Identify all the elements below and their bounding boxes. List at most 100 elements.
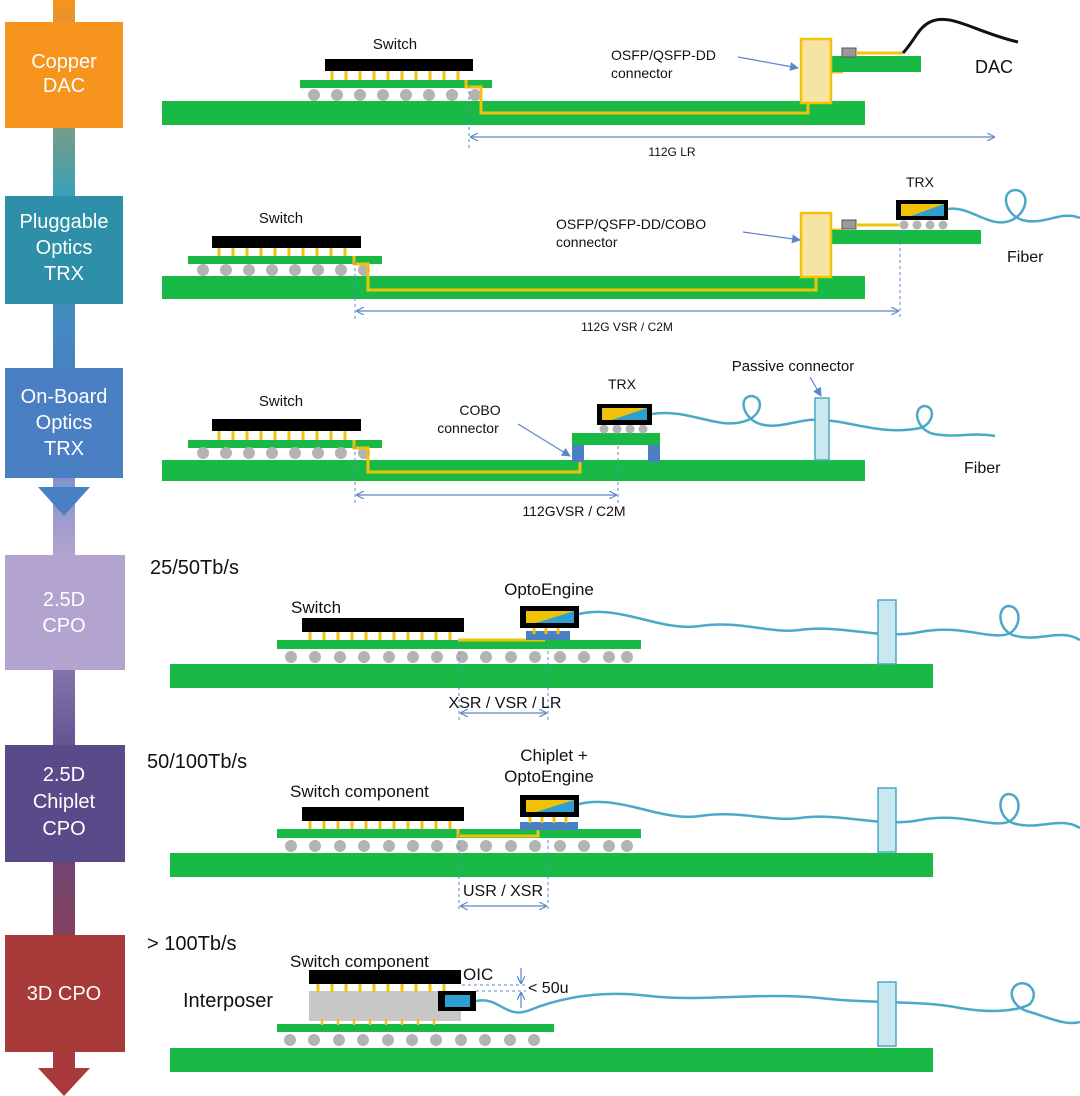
die-bumps (330, 70, 460, 80)
package-substrate (300, 80, 492, 88)
mid-arrow-head (38, 487, 90, 516)
obo-connector-right (648, 444, 660, 462)
gap-label: < 50u (528, 980, 568, 997)
solder-balls (284, 1034, 540, 1046)
switch-label: Switch (373, 36, 417, 53)
module-pcb (829, 56, 921, 72)
module-plug (841, 219, 857, 230)
cage-connector (799, 37, 833, 105)
main-pcb (162, 276, 865, 299)
reach-label: 112GVSR / C2M (522, 503, 625, 519)
connector-pointer (737, 56, 799, 71)
trx-balls (599, 424, 648, 434)
dac-copper-cable (901, 17, 1019, 55)
passive-connector (814, 397, 830, 461)
engine-base (526, 631, 570, 640)
package-substrate (277, 1024, 554, 1032)
row-2-5d-chiplet-cpo: 50/100Tb/s Switch component Chiplet +Opt… (147, 746, 1080, 912)
progression-bar (38, 0, 90, 1096)
stage-box-2-5d-chiplet-cpo (5, 745, 125, 862)
switch-label: Switch component (290, 782, 429, 801)
connector-pointer (742, 231, 801, 244)
fiber (947, 188, 1080, 224)
passive-connector (877, 981, 897, 1047)
row-2-5d-cpo: 25/50Tb/s Switch OptoEngine XSR / VSR / … (150, 557, 1080, 720)
reach-label: 112G VSR / C2M (581, 320, 673, 334)
engine-bumps (528, 816, 568, 823)
die-bumps (308, 820, 452, 829)
switch-label: Switch (291, 598, 341, 617)
progression-arrow-shaft (53, 0, 75, 1070)
stage-label-3d-cpo: 3D CPO (27, 983, 101, 1005)
trx-optics-blue (612, 408, 647, 420)
trx-optics-blue (911, 204, 944, 216)
cage-connector (799, 211, 833, 279)
oic-label: OIC (463, 965, 493, 984)
passive-connector (877, 599, 897, 665)
fiber-label: Fiber (1007, 249, 1044, 266)
package-substrate (277, 640, 641, 649)
bandwidth-label: > 100Tb/s (147, 933, 237, 955)
trx-balls (899, 220, 948, 230)
die-bumps (316, 983, 446, 992)
switch-label: Switch component (290, 952, 429, 971)
interposer-bumps (320, 1019, 436, 1025)
stage-box-copper-dac (5, 22, 123, 128)
package-substrate (188, 256, 382, 264)
engine-optics-blue (536, 800, 574, 812)
reach-label: XSR / VSR / LR (449, 695, 562, 712)
interposer-block (309, 991, 461, 1021)
reach-label: 112G LR (648, 145, 695, 159)
stage-box-pluggable-optics (5, 196, 123, 304)
trx-label: TRX (906, 174, 935, 190)
solder-balls (197, 447, 370, 459)
stage-box-on-board-optics (5, 368, 123, 478)
oic-optics (445, 995, 470, 1007)
solder-balls (285, 651, 633, 663)
passive-connector-label: Passive connector (732, 358, 855, 375)
stage-box-3d-cpo (5, 935, 125, 1052)
row-3d-cpo: > 100Tb/s Switch component Interposer OI… (147, 933, 1080, 1072)
engine-optics-blue (536, 611, 574, 623)
switch-chip (309, 970, 461, 984)
switch-chip (325, 59, 473, 71)
bottom-arrow-head (38, 1068, 90, 1096)
dac-plug (841, 47, 857, 58)
main-pcb (170, 853, 933, 877)
engine-bumps (532, 627, 560, 634)
module-pcb (829, 230, 981, 244)
chiplet-base (520, 822, 578, 830)
trx-label: TRX (608, 376, 637, 392)
bandwidth-label: 25/50Tb/s (150, 557, 239, 579)
main-pcb (170, 1048, 933, 1072)
solder-balls (197, 264, 370, 276)
fiber (578, 792, 1080, 830)
switch-label: Switch (259, 393, 303, 410)
stage-box-2-5d-cpo (5, 555, 125, 670)
die-bumps (217, 430, 347, 440)
obo-connector-left (572, 444, 584, 462)
solder-balls (308, 89, 481, 101)
passive-connector (877, 787, 897, 853)
switch-chip (212, 419, 361, 431)
fiber-label: Fiber (964, 460, 1001, 477)
die-bumps (217, 247, 347, 256)
connector-pointer (517, 423, 571, 457)
die-bumps (308, 631, 452, 640)
solder-balls (285, 840, 633, 852)
switch-chip (212, 236, 361, 248)
fiber (578, 604, 1080, 642)
package-substrate (188, 440, 382, 448)
